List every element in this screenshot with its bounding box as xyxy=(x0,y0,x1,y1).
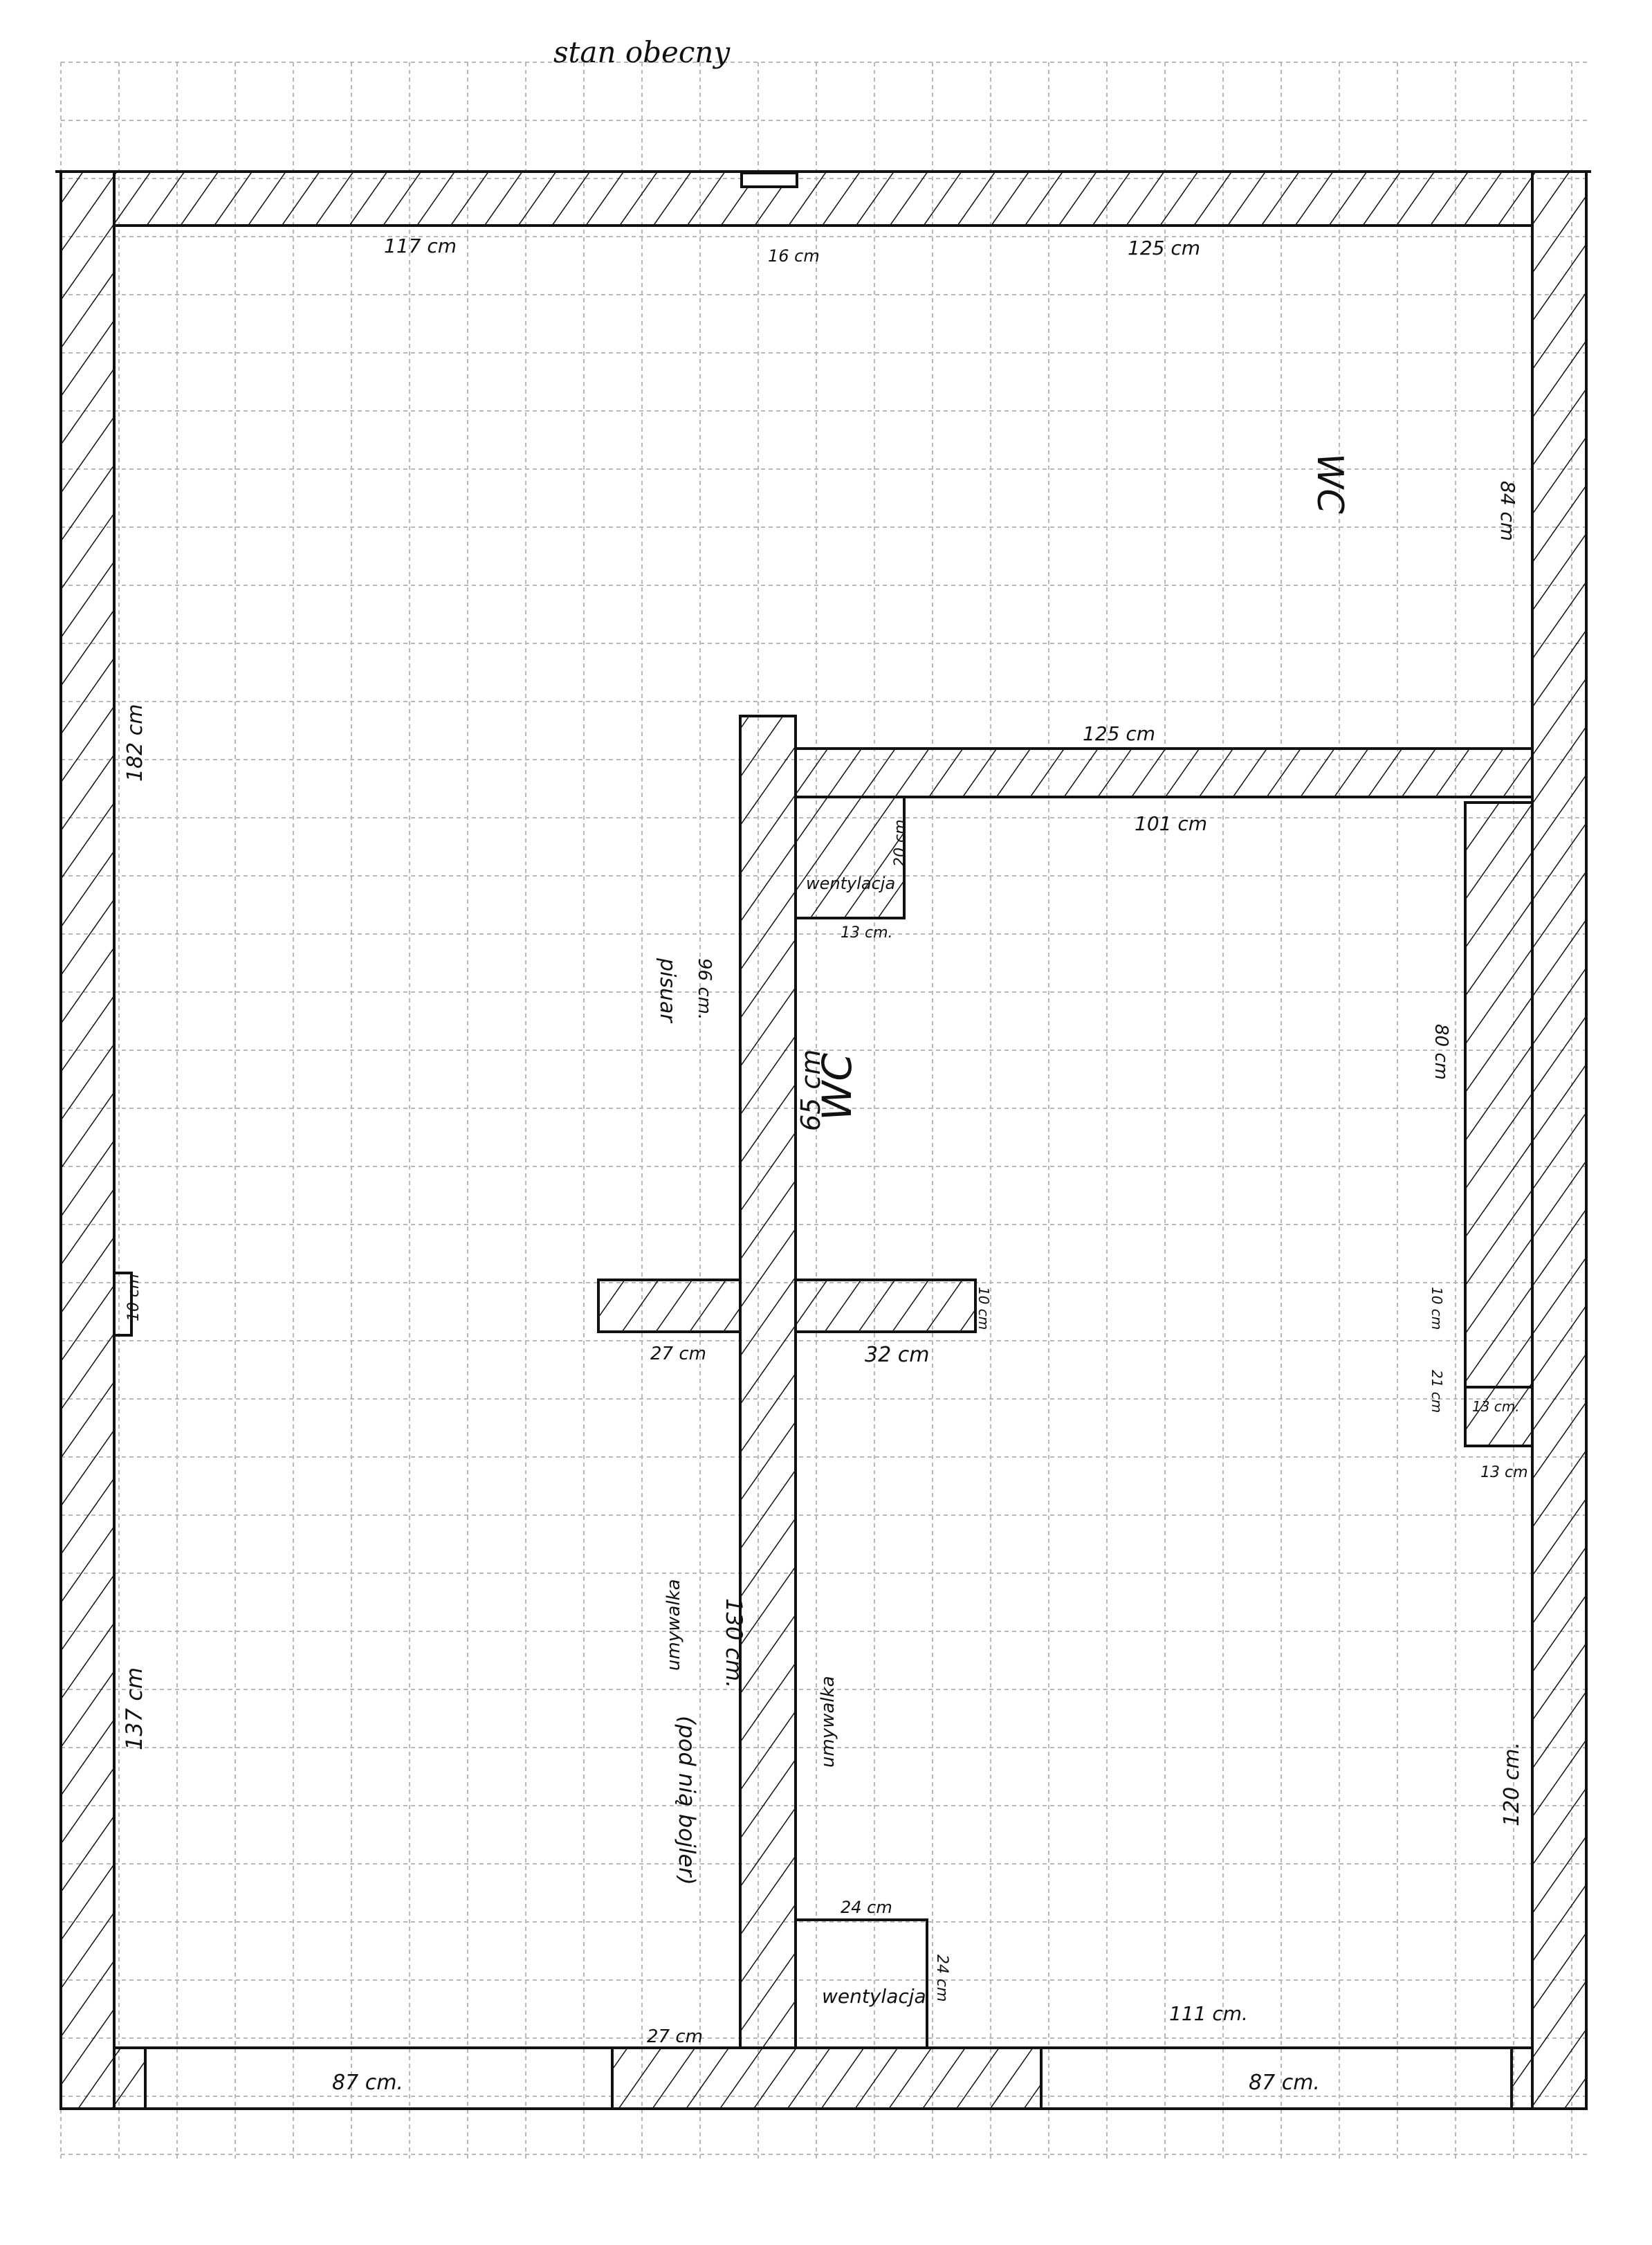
bottom-wall-right-stub xyxy=(1510,2046,1534,2110)
dim-13-box: 13 cm. xyxy=(1472,1398,1520,1415)
label-umywalka-left: umywalka xyxy=(663,1579,684,1671)
bottom-wall-left-stub xyxy=(113,2046,147,2110)
dim-182: 182 cm xyxy=(123,704,147,782)
label-wentylacja-lower: wentylacja xyxy=(822,1985,926,2008)
dim-80: 80 cm xyxy=(1431,1024,1451,1080)
inner-right-wall xyxy=(1464,801,1534,1389)
page-title: stan obecny xyxy=(553,35,731,69)
dim-96: 96 cm. xyxy=(694,958,715,1020)
label-pisuar: pisuar xyxy=(655,957,679,1023)
left-wall xyxy=(59,170,116,2110)
right-wall xyxy=(1531,170,1588,2110)
dim-16: 16 cm xyxy=(768,246,820,266)
dim-137: 137 cm xyxy=(121,1667,147,1750)
room-label-wc-inner: WC xyxy=(814,1053,861,1121)
dim-24-side: 24 cm xyxy=(933,1954,951,2002)
outer-walls xyxy=(55,170,1591,2110)
bottom-wall-center xyxy=(611,2046,1043,2110)
top-wall xyxy=(113,170,1534,227)
dim-125-top: 125 cm xyxy=(1128,237,1200,259)
dim-117: 117 cm xyxy=(384,235,457,257)
cross-wall-left xyxy=(597,1279,742,1333)
dim-10-cross: 10 cm xyxy=(975,1287,992,1330)
dim-24-top: 24 cm xyxy=(841,1898,892,1917)
niche-top xyxy=(740,172,798,188)
niche-left xyxy=(113,1272,133,1337)
dim-125-mid: 125 cm xyxy=(1083,722,1155,745)
label-umywalka-right: umywalka xyxy=(818,1676,838,1768)
dim-20: 20 cm xyxy=(892,819,909,867)
dim-13-right: 13 cm xyxy=(1480,1464,1528,1481)
dim-87-right: 87 cm. xyxy=(1249,2071,1320,2095)
dim-32: 32 cm xyxy=(865,1343,929,1367)
dim-13-vent: 13 cm. xyxy=(841,924,893,942)
interior-walls xyxy=(113,172,1534,2049)
dim-27-cross: 27 cm xyxy=(650,1344,706,1364)
label-bojler: (pod nią bojler) xyxy=(674,1716,700,1885)
dim-101: 101 cm xyxy=(1135,812,1207,835)
dim-10-right: 10 cm xyxy=(1429,1287,1445,1330)
middle-horizontal-wall xyxy=(794,747,1534,798)
annotations: stan obecny WC WC pisuar wentylacja went… xyxy=(121,35,1528,2095)
dim-130: 130 cm. xyxy=(721,1598,747,1688)
ventilation-shaft-upper xyxy=(794,796,906,919)
dim-27-bottom: 27 cm xyxy=(647,2026,703,2047)
ventilation-box-lower xyxy=(794,1918,928,2049)
dim-21: 21 cm xyxy=(1429,1370,1445,1413)
dim-111: 111 cm. xyxy=(1169,2002,1248,2025)
dim-120: 120 cm. xyxy=(1500,1742,1524,1826)
dim-84: 84 cm xyxy=(1496,481,1519,541)
room-label-wc-top: WC xyxy=(1309,453,1350,514)
label-wentylacja-upper: wentylacja xyxy=(806,874,895,893)
dim-87-left: 87 cm. xyxy=(332,2071,403,2095)
box-right xyxy=(1464,1386,1534,1447)
dim-65: 65 cm xyxy=(796,1050,826,1131)
dim-10-left: 10 cm xyxy=(125,1274,143,1321)
middle-vertical-wall xyxy=(739,715,797,2049)
cross-wall-right xyxy=(794,1279,977,1333)
